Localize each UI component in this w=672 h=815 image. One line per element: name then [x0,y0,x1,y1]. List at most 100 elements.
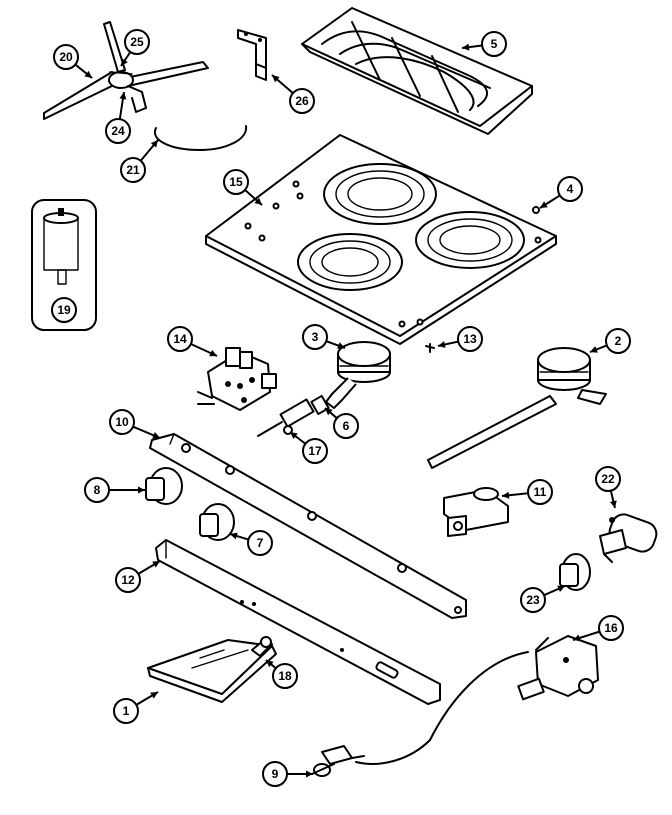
callout-number-22: 22 [601,472,615,486]
callout-circle-13 [457,326,483,352]
callout-number-23: 23 [526,593,540,607]
leader-arrow-17 [290,432,298,440]
callout-circle-6 [333,413,359,439]
callout-circle-20 [53,44,79,70]
callout-circle-25 [124,29,150,55]
callout-12: 12 [115,560,161,593]
callout-3: 3 [302,324,346,350]
callout-number-14: 14 [173,332,187,346]
callout-circle-12 [115,567,141,593]
callout-24: 24 [105,91,131,144]
leader-arrow-1 [150,692,158,699]
callout-number-26: 26 [295,94,309,108]
leader-arrow-3 [337,342,345,349]
callout-number-11: 11 [534,485,547,499]
callout-26: 26 [271,74,315,114]
leader-arrow-22 [609,500,617,508]
inset-part-19 [31,199,97,331]
leader-arrow-23 [557,585,565,593]
callout-22: 22 [595,466,621,509]
callout-number-9: 9 [272,767,279,781]
leader-arrow-25 [121,58,128,66]
callout-circle-11 [527,479,553,505]
gas-valve-16 [355,635,599,765]
valve-assembly-14 [197,347,277,411]
callout-circle-21 [120,157,146,183]
callout-circle-17 [302,438,328,464]
callout-number-2: 2 [615,334,622,348]
leader-arrow-5 [462,43,470,51]
callout-number-16: 16 [604,621,618,635]
leader-arrow-26 [272,75,280,83]
burner-2 [427,347,607,469]
callout-number-4: 4 [567,182,574,196]
callout-circle-24 [105,118,131,144]
callout-number-17: 17 [308,444,322,458]
callout-20: 20 [53,44,93,79]
leader-arrow-20 [84,70,92,78]
callout-number-21: 21 [126,163,140,177]
callout-circle-22 [595,466,621,492]
callout-circle-10 [109,409,135,435]
callout-number-8: 8 [94,483,101,497]
leader-arrow-11 [502,491,510,499]
callout-number-6: 6 [343,419,350,433]
leader-arrow-13 [438,341,446,348]
control-knob-8 [145,467,183,505]
control-knob-23 [559,553,591,591]
callout-2: 2 [589,328,631,354]
wire-clip [153,125,248,151]
control-knob-7 [199,503,235,541]
callout-number-20: 20 [59,50,73,64]
callout-19: 19 [51,297,77,323]
callout-circle-14 [167,326,193,352]
callout-9: 9 [262,761,313,787]
callout-11: 11 [501,479,553,505]
callout-number-7: 7 [257,536,264,550]
callout-number-24: 24 [111,124,125,138]
orifice-fitting [257,394,330,437]
callout-circle-5 [481,31,507,57]
leader-arrow-21 [150,140,158,148]
callout-5: 5 [461,31,507,57]
callout-10: 10 [109,409,161,439]
bracket-26 [237,29,267,81]
callout-circle-8 [84,477,110,503]
callout-21: 21 [120,139,159,183]
leader-arrow-6 [325,408,333,416]
callout-number-19: 19 [57,303,71,317]
callout-25: 25 [120,29,150,67]
callout-circle-4 [557,176,583,202]
leader-arrow-9 [306,770,313,778]
leader-arrow-15 [254,197,262,205]
callout-circle-23 [520,587,546,613]
callout-circle-15 [223,169,249,195]
callout-circle-26 [289,88,315,114]
callout-6: 6 [324,407,359,439]
callout-number-1: 1 [123,704,130,718]
callout-18: 18 [265,659,298,689]
leader-arrow-16 [573,634,581,642]
callout-circle-19 [51,297,77,323]
leader-arrow-4 [540,201,548,208]
callout-number-25: 25 [130,35,144,49]
callout-circle-2 [605,328,631,354]
leader-arrow-24 [119,92,127,100]
callout-16: 16 [572,615,624,642]
callout-number-13: 13 [463,332,477,346]
callout-7: 7 [229,530,273,556]
callout-14: 14 [167,326,218,357]
cooktop-grate [301,7,533,135]
leader-arrow-8 [138,486,145,494]
callout-15: 15 [223,169,263,206]
leader-arrow-7 [230,532,238,540]
callout-circle-18 [272,663,298,689]
leader-arrow-12 [152,561,160,568]
callout-4: 4 [539,176,583,209]
grate-support-spider [43,21,209,120]
burner-3 [325,341,391,409]
pressure-regulator-11 [443,487,509,537]
callout-circle-9 [262,761,288,787]
